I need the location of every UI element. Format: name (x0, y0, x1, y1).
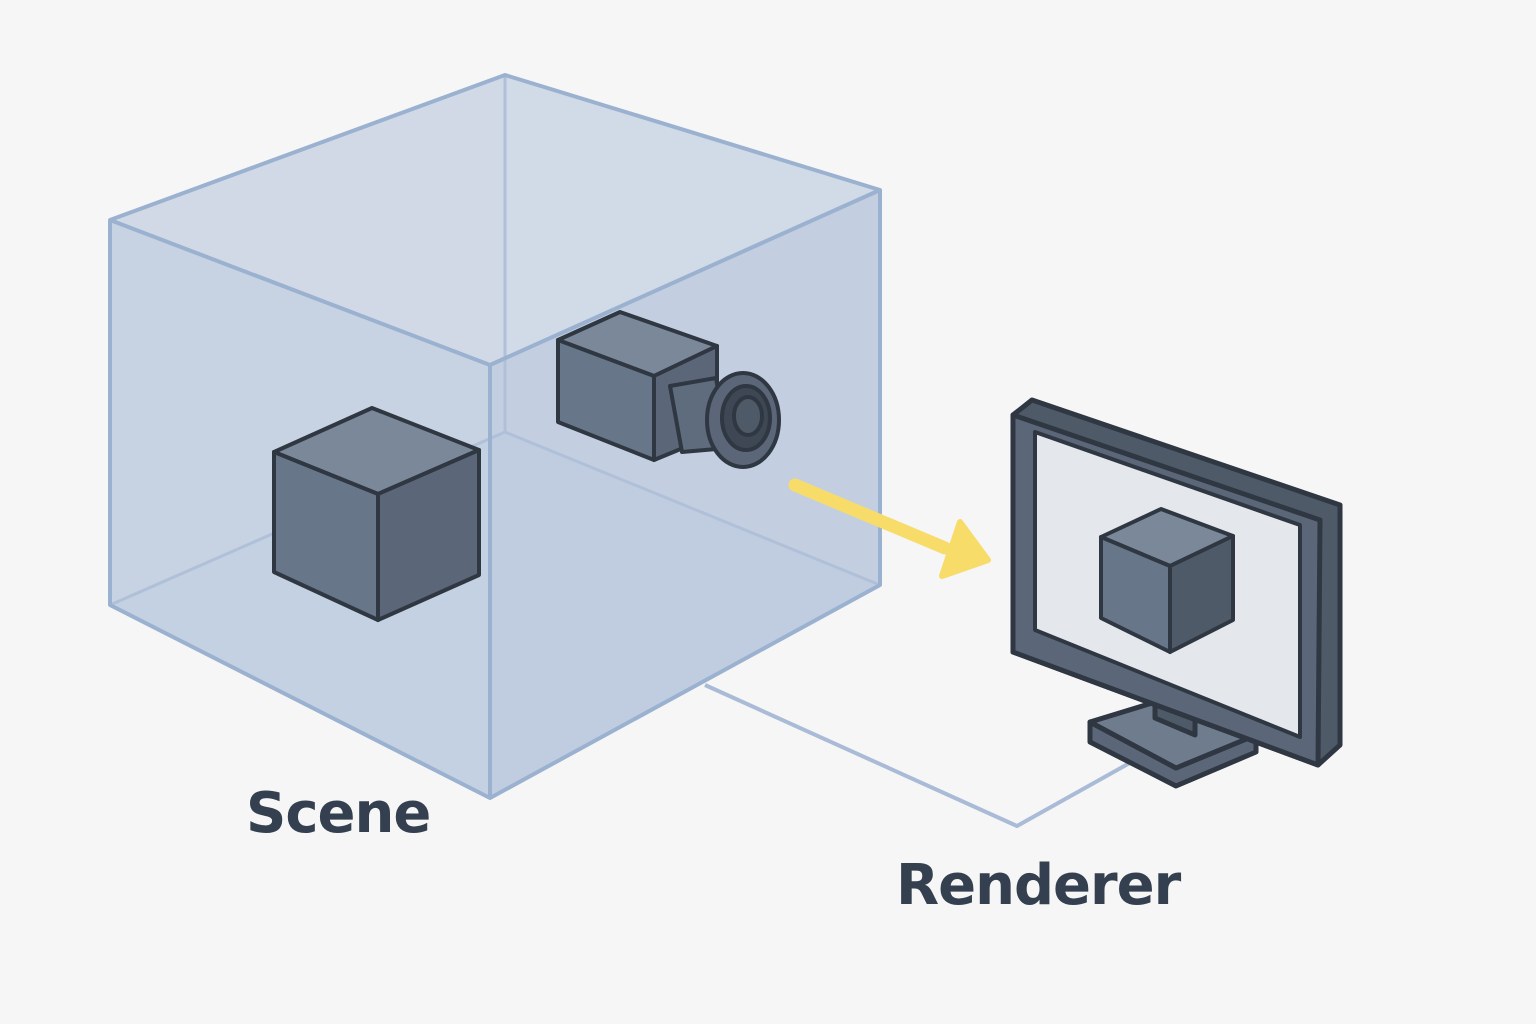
cube-icon (272, 406, 481, 622)
renderer-label: Renderer (896, 853, 1181, 918)
flow-arrow (788, 478, 991, 579)
scene-label: Scene (246, 781, 431, 846)
camera-icon (556, 310, 781, 469)
screen-cube-icon (1099, 507, 1235, 654)
connector-line (704, 683, 1136, 828)
